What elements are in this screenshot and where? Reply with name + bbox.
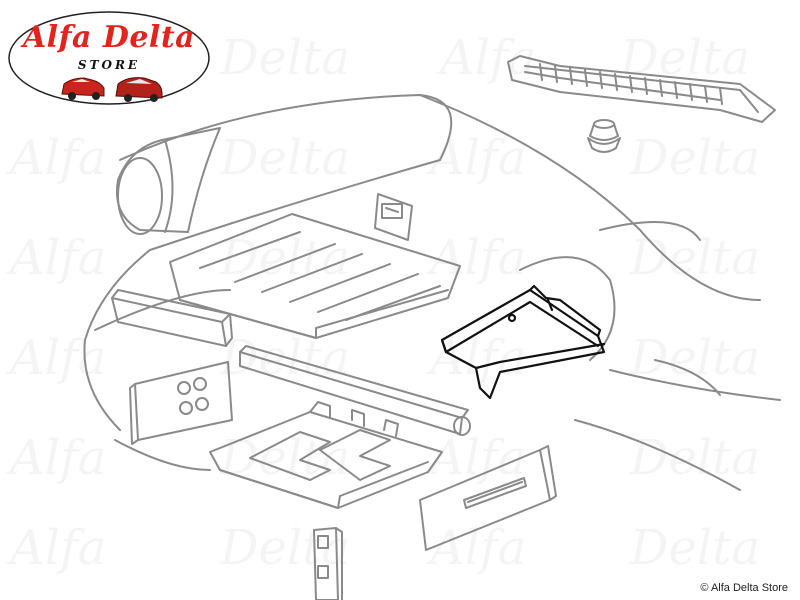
small-bracket-part — [374, 193, 413, 241]
grommet-part — [587, 119, 621, 153]
logo-store-text: STORE — [77, 58, 141, 72]
lower-tray-part — [209, 401, 443, 509]
perforated-side-plate — [129, 361, 233, 445]
lower-bracket-part — [313, 527, 343, 600]
front-floor-panel — [169, 213, 461, 339]
red-car-icon — [115, 77, 163, 102]
logo-ellipse — [8, 11, 210, 105]
rear-trunk-panel-highlighted — [440, 284, 606, 400]
red-car-icon — [61, 77, 105, 100]
copyright-notice: © Alfa Delta Store — [700, 582, 788, 594]
store-logo[interactable]: Alfa Delta STORE — [6, 8, 212, 108]
vent-grille-part — [507, 55, 776, 123]
logo-brand-text: Alfa Delta — [22, 20, 196, 55]
car-body-outline — [83, 94, 781, 491]
left-crossbar-part — [111, 289, 233, 347]
vented-side-plate — [419, 445, 557, 551]
long-crossbar-part — [239, 345, 471, 436]
headlight-drawing — [116, 127, 221, 235]
